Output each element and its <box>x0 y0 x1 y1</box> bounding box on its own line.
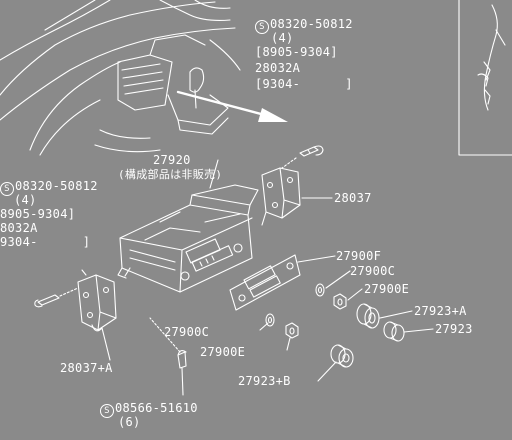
washer-lower-label: 27900C <box>164 325 210 339</box>
screw-left-alt-part: 8032A <box>0 221 38 235</box>
knob-b <box>330 344 354 368</box>
washer-upper <box>315 283 325 297</box>
screw-left-range1: 8905-9304] <box>0 207 76 221</box>
bracket-right <box>261 167 301 226</box>
s-mark-icon: S <box>255 20 269 34</box>
screw-bottom-qty: (6) <box>118 415 141 429</box>
knob-b-label: 27923+B <box>238 374 291 388</box>
screw-top-range2: [9304- ] <box>255 77 353 91</box>
bracket-left-label: 28037+A <box>60 361 113 375</box>
inset-frame <box>458 0 512 156</box>
direction-arrow <box>176 90 288 122</box>
nut-upper <box>333 293 347 310</box>
leader-lines <box>101 159 434 382</box>
unit-note: (構成部品は非販売) <box>118 168 223 181</box>
screw-top-range1: [8905-9304] <box>255 45 338 59</box>
knob-label: 27923 <box>435 322 473 336</box>
screw-top <box>281 145 324 169</box>
washer-lower <box>265 313 275 327</box>
washer-upper-label: 27900C <box>350 264 396 278</box>
screw-top-qty: (4) <box>271 31 294 45</box>
nut-lower-label: 27900E <box>200 345 246 359</box>
s-mark-icon: S <box>100 404 114 418</box>
console-outline <box>0 0 241 156</box>
radio-unit <box>117 184 259 293</box>
knob <box>383 321 405 342</box>
screw-left <box>34 287 79 308</box>
screw-bottom <box>149 317 187 396</box>
nut-lower <box>285 322 299 339</box>
unit-part-number: 27920 <box>153 153 191 167</box>
nut-upper-label: 27900E <box>364 282 410 296</box>
knob-a <box>356 303 380 329</box>
front-panel <box>229 254 301 311</box>
knob-a-label: 27923+A <box>414 304 467 318</box>
screw-left-qty: (4) <box>14 193 37 207</box>
bracket-left <box>77 269 117 332</box>
screw-left-range2: 9304- ] <box>0 235 91 249</box>
s-mark-icon: S <box>0 182 14 196</box>
panel-label: 27900F <box>336 249 382 263</box>
bracket-right-label: 28037 <box>334 191 372 205</box>
screw-top-alt-part: 28032A <box>255 61 301 75</box>
